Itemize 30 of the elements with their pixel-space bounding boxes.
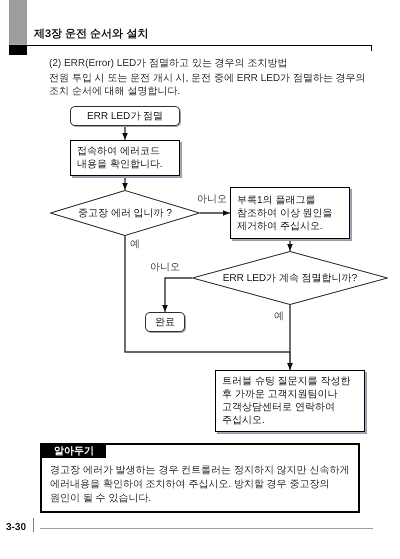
edge-label: 아니오 [197,194,227,206]
arrow [122,126,128,140]
decision-diamond [50,190,200,236]
step-text: 접속하여 에러코드 내용을 확인합니다. [77,145,164,171]
step-text: 부록1의 플래그를 참조하여 이상 원인을 제거하여 주십시오. [237,194,334,232]
process-box [70,140,180,176]
arrow [200,210,230,216]
decision-text: 중고장 에러 입니까 ? [78,206,172,220]
step-text: 트러블 슈팅 질문지를 작성한 후 가까운 고객지원팀이나 고객상담센터로 연락하여 주십시오. [222,375,352,427]
arrow [162,277,192,312]
note-box [40,443,360,513]
process-box [215,370,365,432]
note-text: 경고장 에러가 발생하는 경우 컨트롤러는 정지하지 않지만 신속하게 에러내용을 확인하여 조치하여 주십시오. 방치할 경우 중고장의 원인이 될 수 있습니다. [50,464,350,506]
edge-label: 예 [274,311,284,323]
note-heading: 알아두기 [42,445,106,458]
terminal-box [70,106,180,126]
edge-label: 아니오 [150,262,180,274]
decision-text: ERR LED가 계속 점멸합니까? [222,272,358,284]
chapter-heading: 제3장 운전 순서와 설치 [34,27,148,42]
decision-diamond [192,251,388,305]
terminal-text: ERR LED가 점멸 [86,110,164,122]
process-box [230,187,350,239]
terminal-text: 완료 [155,316,175,328]
section-title: (2) ERR(Error) LED가 점멸하고 있는 경우의 조치방법 [49,57,288,70]
arrow [287,305,293,370]
intro-text: 전원 투입 시 또는 운전 개시 시, 운전 중에 ERR LED가 점멸하는 경우의 조치 순서에 대해 설명합니다. [49,72,367,98]
arrow [122,176,128,190]
edge-label: 예 [130,239,140,251]
terminal-box [145,312,185,332]
page-number: 3-30 [6,521,26,535]
